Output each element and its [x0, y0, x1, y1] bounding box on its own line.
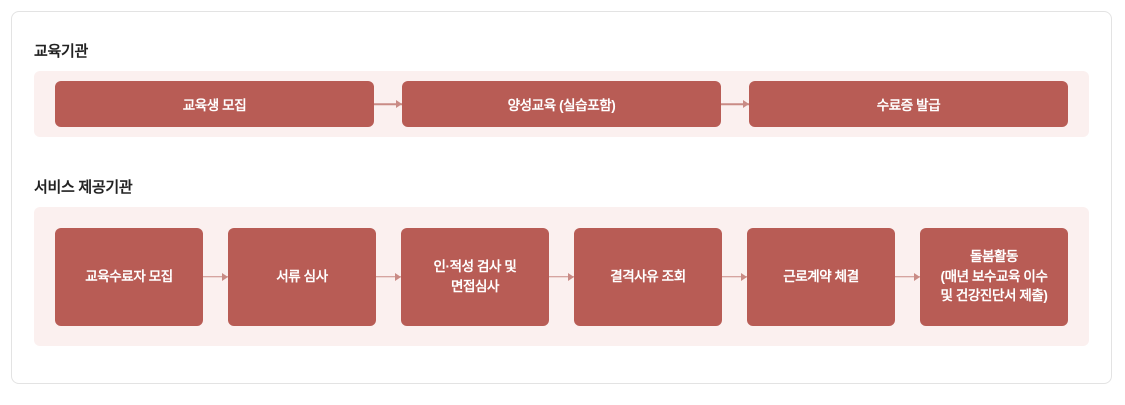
arrow-right-icon	[376, 272, 401, 282]
arrow-right-icon	[895, 272, 920, 282]
step-box-care-activity[interactable]: 돌봄활동 (매년 보수교육 이수 및 건강진단서 제출)	[920, 227, 1068, 326]
step-label-line: 면접심사	[450, 278, 500, 294]
step-box-recruit-graduates[interactable]: 교육수료자 모집	[55, 227, 203, 326]
step-box-employment-contract[interactable]: 근로계약 체결	[747, 227, 895, 326]
arrow-right-icon	[722, 272, 747, 282]
step-label: 돌봄활동 (매년 보수교육 이수 및 건강진단서 제출)	[941, 247, 1048, 306]
process-band-service-provider: 교육수료자 모집 서류 심사 인·적성 검사 및 면접심사 결격사유 조회	[34, 207, 1089, 346]
step-label-line: 서류 심사	[276, 268, 328, 284]
step-label-line: 인·적성 검사 및	[433, 258, 517, 274]
section-education-institution: 교육기관 교육생 모집 양성교육 (실습포함) 수료증 발급	[12, 40, 1111, 137]
process-band-education: 교육생 모집 양성교육 (실습포함) 수료증 발급	[34, 71, 1089, 137]
step-label: 결격사유 조회	[610, 267, 686, 287]
section-title-service-provider: 서비스 제공기관	[34, 179, 133, 196]
step-box-document-review[interactable]: 서류 심사	[228, 227, 376, 326]
arrow-right-icon	[549, 272, 574, 282]
step-box-aptitude-and-interview[interactable]: 인·적성 검사 및 면접심사	[401, 227, 549, 326]
step-label-line: 교육생 모집	[182, 98, 247, 113]
step-box-recruit-trainees[interactable]: 교육생 모집	[55, 81, 374, 127]
step-box-disqualification-check[interactable]: 결격사유 조회	[574, 227, 722, 326]
step-label-line: 결격사유 조회	[610, 268, 686, 284]
step-label: 서류 심사	[276, 267, 328, 287]
section-title-education-institution: 교육기관	[34, 43, 89, 60]
step-label: 인·적성 검사 및 면접심사	[434, 257, 517, 296]
step-box-training-with-practicum[interactable]: 양성교육 (실습포함)	[402, 81, 721, 127]
step-label-line: 수료증 발급	[876, 98, 941, 113]
step-label-line: (매년 보수교육 이수	[940, 268, 1048, 284]
section-service-provider: 서비스 제공기관 교육수료자 모집 서류 심사 인·적성 검사 및 면접심사	[12, 176, 1111, 346]
step-label-line: 및 건강진단서 제출)	[940, 288, 1048, 304]
step-box-issue-certificate[interactable]: 수료증 발급	[749, 81, 1068, 127]
step-label-line: 근로계약 체결	[783, 268, 859, 284]
arrow-right-icon	[203, 272, 228, 282]
step-label-line: 양성교육 (실습포함)	[507, 98, 616, 113]
arrow-right-icon	[721, 99, 749, 109]
step-label: 교육수료자 모집	[85, 267, 173, 287]
arrow-right-icon	[374, 99, 402, 109]
step-label-line: 교육수료자 모집	[85, 268, 173, 284]
flowchart-card: 교육기관 교육생 모집 양성교육 (실습포함) 수료증 발급 서비스 제공기관 …	[11, 11, 1112, 384]
step-label: 근로계약 체결	[783, 267, 859, 287]
step-label-line: 돌봄활동	[969, 249, 1019, 265]
